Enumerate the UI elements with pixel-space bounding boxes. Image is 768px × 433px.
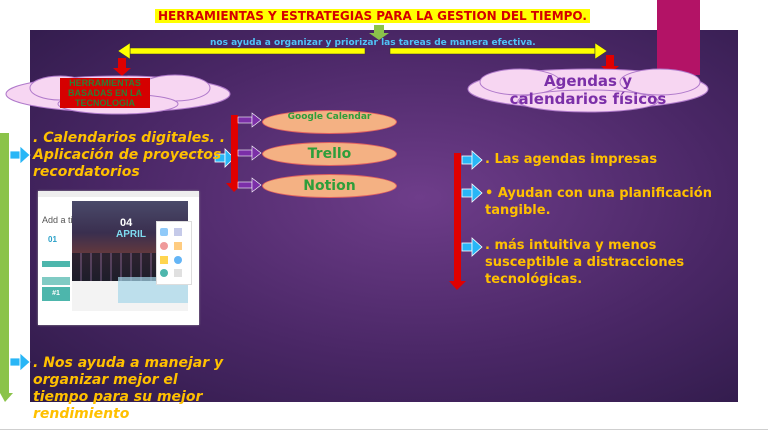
tool-trello: Trello bbox=[262, 142, 397, 166]
right-branch-title: Agendas y calendarios físicos bbox=[509, 72, 667, 108]
blue-arrow-r3 bbox=[461, 237, 483, 257]
right-bullet-1: . Las agendas impresas bbox=[485, 152, 658, 167]
decorative-bar bbox=[657, 0, 700, 75]
purple-arrow-2 bbox=[237, 145, 262, 161]
blue-arrow-1 bbox=[9, 145, 31, 165]
blue-arrow-3 bbox=[214, 148, 235, 168]
yellow-left-arrow bbox=[117, 42, 366, 60]
tool-notion: Notion bbox=[262, 174, 397, 198]
left-branch-title: HERRAMIENTAS BASADAS EN LA TECNOLOGIA bbox=[60, 78, 150, 108]
calendar-day: 04 bbox=[120, 217, 133, 229]
small-day: 01 bbox=[48, 235, 57, 244]
red-vertical-arrow-right bbox=[449, 153, 466, 290]
subtitle: nos ayuda a organizar y priorizar las ta… bbox=[210, 38, 536, 48]
calendar-month: APRIL bbox=[116, 229, 146, 240]
blue-arrow-2 bbox=[9, 352, 31, 372]
purple-arrow-3 bbox=[237, 177, 262, 193]
right-cloud bbox=[467, 68, 709, 113]
calendar-app-screenshot: Add a title 01 #1 04 APRIL bbox=[38, 191, 199, 325]
green-down-arrow bbox=[369, 25, 389, 40]
yellow-right-arrow bbox=[389, 42, 608, 60]
red-down-arrow-left bbox=[113, 58, 131, 76]
tool-google-calendar: Google Calendar bbox=[262, 110, 397, 134]
right-bullet-3: . más intuitiva y menos susceptible a di… bbox=[485, 238, 685, 287]
right-bullet-2: • Ayudan con una planificación tangible. bbox=[485, 186, 712, 218]
left-bullet-1: . Calendarios digitales. . Aplicación de… bbox=[33, 130, 226, 180]
green-vertical-arrow bbox=[0, 133, 13, 402]
purple-arrow-1 bbox=[237, 112, 262, 128]
blue-arrow-r2 bbox=[461, 183, 483, 203]
hash-badge: #1 bbox=[42, 287, 70, 301]
add-title-label: Add a title bbox=[42, 215, 83, 225]
main-title: HERRAMIENTAS Y ESTRATEGIAS PARA LA GESTI… bbox=[155, 9, 590, 23]
bottom-divider bbox=[0, 429, 768, 430]
blue-arrow-r1 bbox=[461, 150, 483, 170]
left-bullet-2: . Nos ayuda a manejar y organizar mejor … bbox=[33, 355, 224, 422]
